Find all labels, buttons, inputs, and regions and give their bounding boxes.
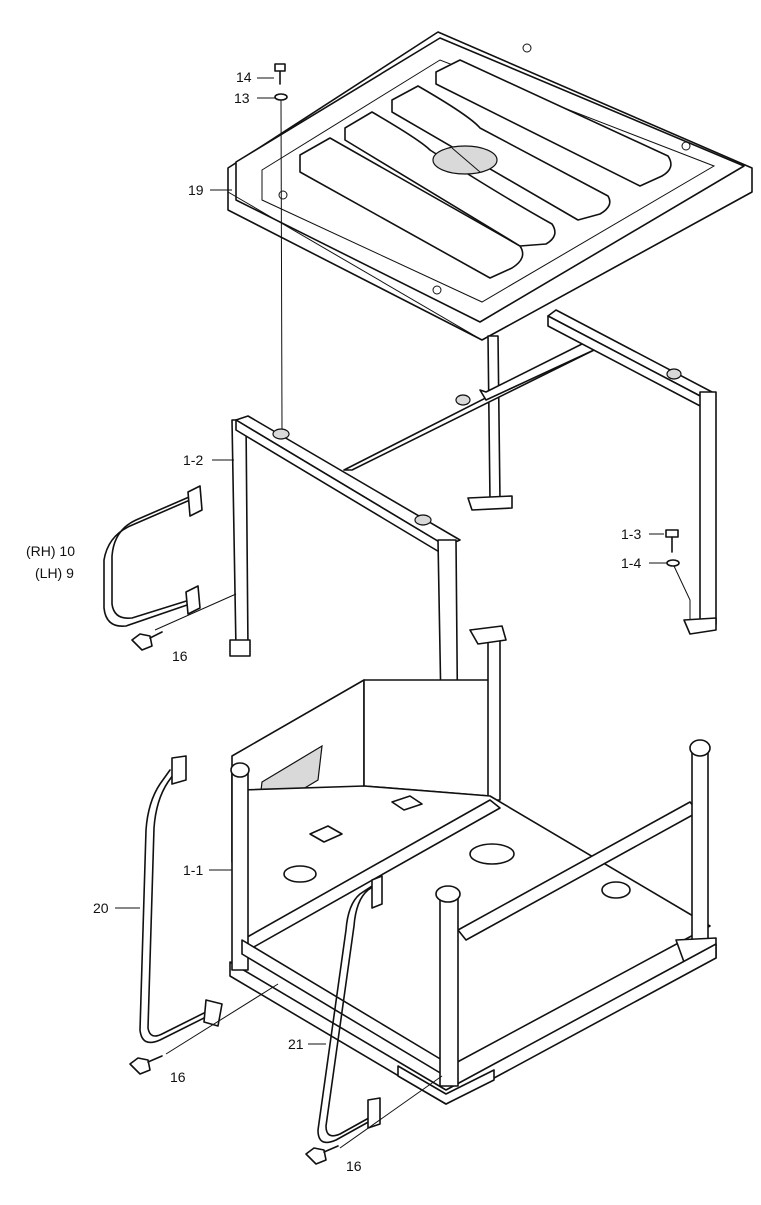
callout-1-1: 1-1 (183, 862, 204, 878)
callout-19: 19 (188, 182, 204, 198)
base-frame-part-1-1 (229, 625, 717, 1105)
washer-leader (673, 565, 691, 620)
bolt-part-1-3 (665, 529, 679, 553)
bolt-part-16 (129, 1055, 163, 1075)
callout-rh-10: (RH) 10 (26, 543, 76, 559)
callout-13: 13 (234, 90, 250, 106)
washer-part-1-4 (666, 559, 680, 567)
leader-lines (115, 77, 667, 1045)
callout-21: 21 (288, 1036, 304, 1052)
callout-14: 14 (236, 69, 252, 85)
roof-cover-part-19 (227, 31, 753, 341)
upper-frame-part-1-2 (229, 309, 717, 773)
callout-16-upper: 16 (172, 648, 188, 664)
roof-center-boss (432, 145, 498, 175)
callout-1-4: 1-4 (621, 555, 642, 571)
washer-part-13 (274, 93, 288, 101)
handle-part-21 (317, 875, 383, 1144)
handle-part-9-10 (103, 485, 203, 627)
roof-panel (344, 111, 556, 247)
roof-panel (435, 59, 672, 187)
callout-lh-9: (LH) 9 (35, 565, 74, 581)
handle-part-20 (139, 755, 223, 1044)
bolt-part-16 (131, 631, 163, 651)
callout-20: 20 (93, 900, 109, 916)
roof-bolt-centerline (280, 99, 283, 431)
bolt-part-16 (305, 1145, 339, 1165)
callout-16-lower: 16 (346, 1158, 362, 1174)
bolt-part-14 (274, 63, 286, 85)
callout-1-2: 1-2 (183, 452, 204, 468)
callout-1-3: 1-3 (621, 526, 642, 542)
roof-panel (391, 85, 611, 221)
callout-16-middle: 16 (170, 1069, 186, 1085)
